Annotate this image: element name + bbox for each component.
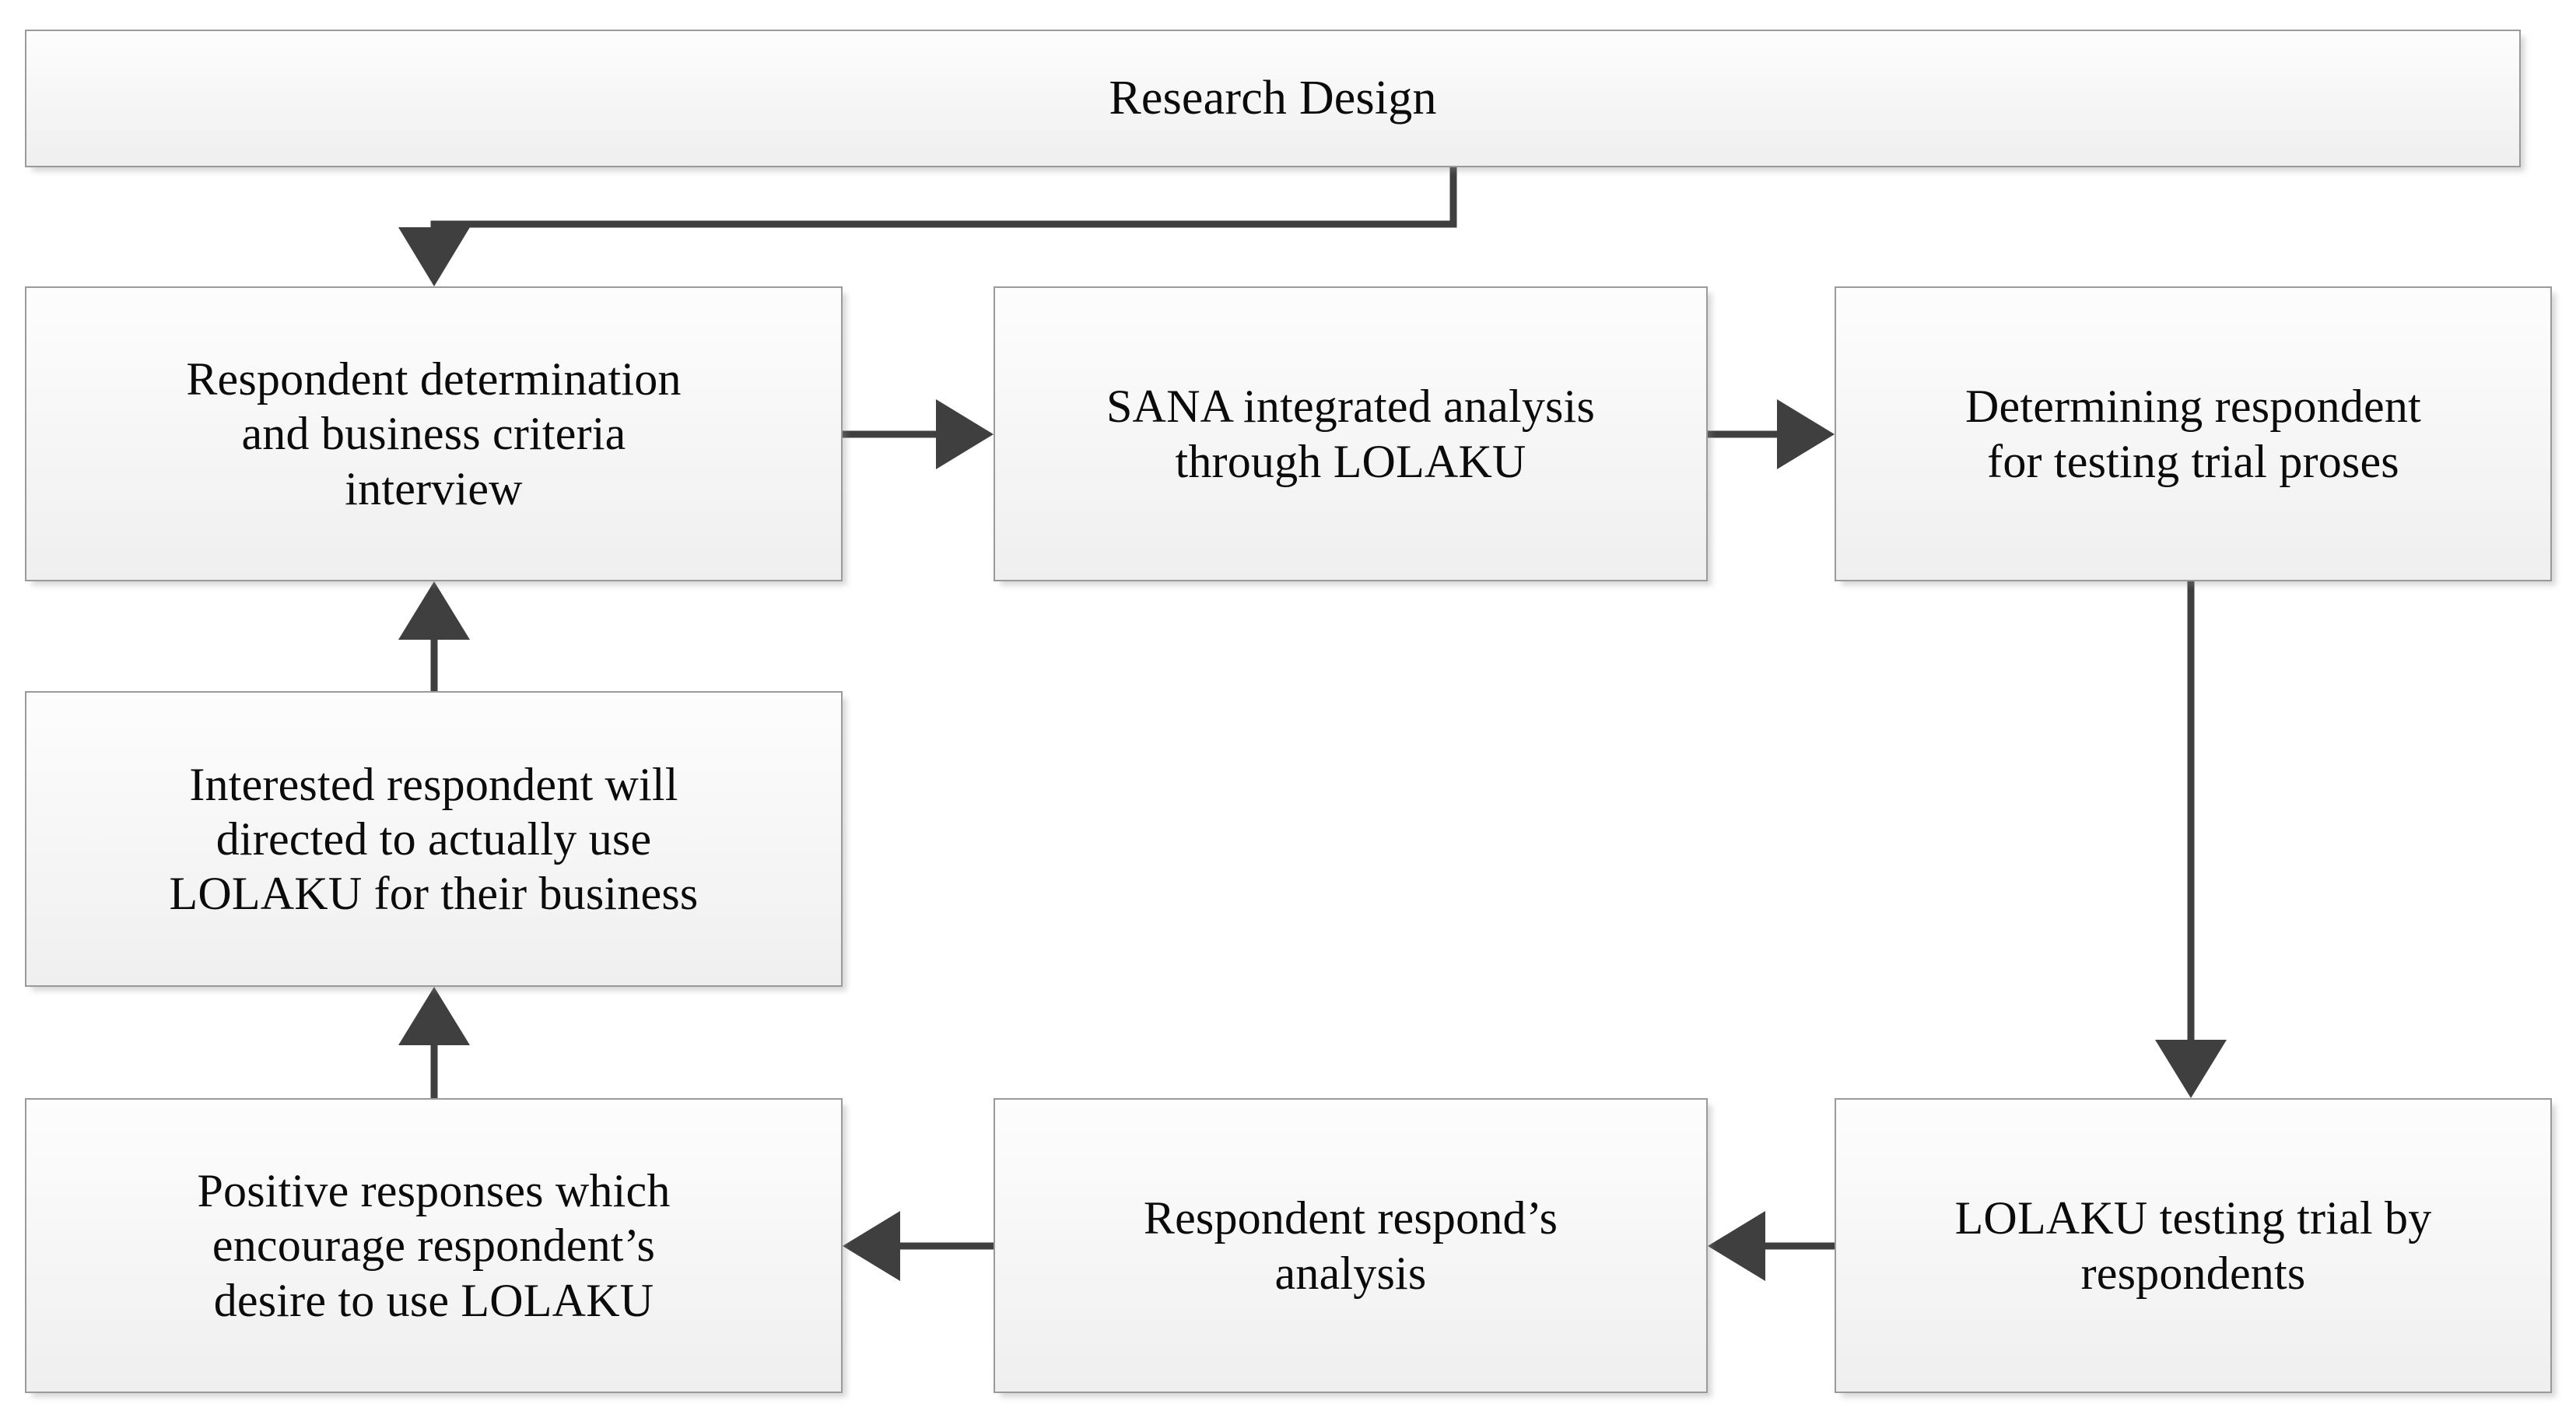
node-label-lolaku-testing-trial: LOLAKU testing trial by respondents bbox=[1954, 1192, 2432, 1299]
arrowhead-down-icon bbox=[2155, 1040, 2227, 1098]
node-lolaku-testing-trial[interactable]: LOLAKU testing trial by respondents bbox=[1835, 1098, 2552, 1393]
node-research-design[interactable]: Research Design bbox=[25, 30, 2521, 167]
node-label-interested-respondent: Interested respondent will directed to a… bbox=[169, 758, 699, 920]
arrowhead-up-icon bbox=[398, 581, 470, 640]
node-respondent-respond-analysis[interactable]: Respondent respond’s analysis bbox=[994, 1098, 1708, 1393]
node-label-respondent-respond-analysis: Respondent respond’s analysis bbox=[1143, 1192, 1558, 1299]
edge-lolaku-testing-to-respondent-analysis bbox=[1708, 1211, 1835, 1281]
arrowhead-down-icon bbox=[398, 227, 470, 286]
node-label-sana-integrated-analysis: SANA integrated analysis through LOLAKU bbox=[1106, 381, 1596, 487]
node-label-positive-responses: Positive responses which encourage respo… bbox=[197, 1165, 671, 1326]
edge-respondent-determination-to-sana bbox=[843, 399, 994, 469]
edge-sana-to-determining-respondent bbox=[1708, 399, 1835, 469]
node-interested-respondent[interactable]: Interested respondent will directed to a… bbox=[25, 691, 843, 987]
edge-determining-respondent-to-lolaku-testing bbox=[2155, 581, 2227, 1098]
arrowhead-left-icon bbox=[843, 1211, 900, 1281]
edge-interested-respondent-to-respondent-determination bbox=[398, 581, 470, 691]
arrowhead-right-icon bbox=[936, 399, 994, 469]
node-label-research-design: Research Design bbox=[1109, 72, 1437, 125]
node-positive-responses[interactable]: Positive responses which encourage respo… bbox=[25, 1098, 843, 1393]
node-sana-integrated-analysis[interactable]: SANA integrated analysis through LOLAKU bbox=[994, 286, 1708, 581]
arrowhead-right-icon bbox=[1777, 399, 1835, 469]
node-determining-respondent[interactable]: Determining respondent for testing trial… bbox=[1835, 286, 2552, 581]
edge-respondent-analysis-to-positive-responses bbox=[843, 1211, 994, 1281]
edge-header-to-respondent-determination bbox=[398, 167, 1457, 286]
node-label-respondent-determination: Respondent determination and business cr… bbox=[186, 353, 682, 514]
node-respondent-determination[interactable]: Respondent determination and business cr… bbox=[25, 286, 843, 581]
arrowhead-up-icon bbox=[398, 987, 470, 1045]
arrowhead-left-icon bbox=[1708, 1211, 1765, 1281]
edge-positive-responses-to-interested-respondent bbox=[398, 987, 470, 1098]
node-label-determining-respondent: Determining respondent for testing trial… bbox=[1965, 381, 2421, 487]
